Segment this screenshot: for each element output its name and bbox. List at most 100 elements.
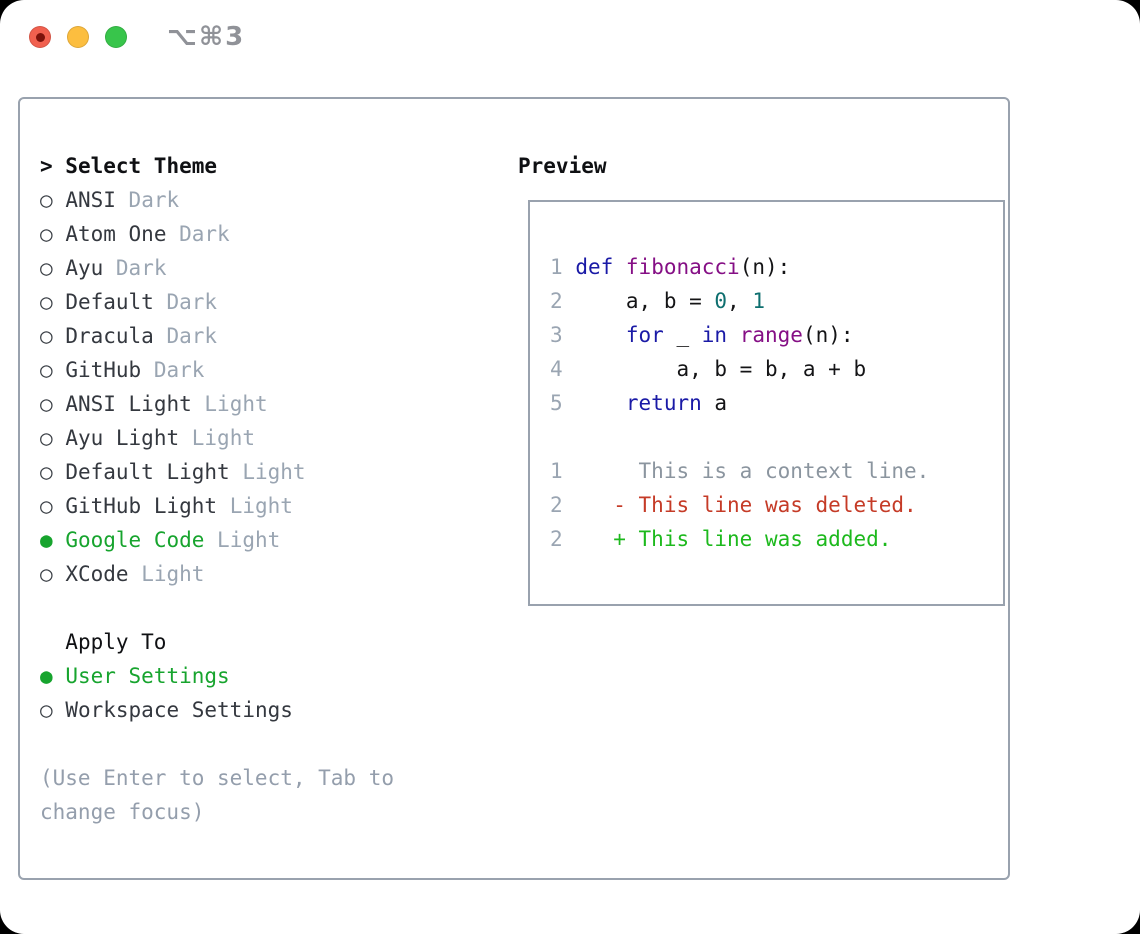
diff-text: This is a context line. — [638, 459, 930, 483]
gap — [563, 357, 576, 381]
radio-icon: ○ — [40, 324, 53, 348]
theme-variant-label: Dark — [153, 358, 205, 382]
gap — [53, 222, 66, 246]
keyboard-hint: (Use Enter to select, Tab to change focu… — [40, 766, 395, 824]
theme-option[interactable]: ○ Dracula Dark — [40, 319, 476, 353]
gap — [53, 392, 66, 416]
gap — [563, 289, 576, 313]
close-dot-icon — [35, 32, 45, 42]
code-token: a, b = — [575, 289, 715, 313]
code-token: range — [739, 323, 803, 347]
code-token: a — [701, 391, 728, 415]
code-token: fibonacci — [625, 255, 740, 279]
theme-option-label: Google Code — [65, 528, 205, 552]
code-token — [575, 323, 626, 347]
theme-option[interactable]: ○ ANSI Light Light — [40, 387, 476, 421]
zoom-button[interactable] — [105, 26, 127, 48]
gap — [116, 188, 129, 212]
theme-option[interactable]: ○ XCode Light — [40, 557, 476, 591]
theme-variant-label: Dark — [115, 256, 167, 280]
gap — [154, 324, 167, 348]
theme-option[interactable]: ○ GitHub Light Light — [40, 489, 476, 523]
gutter — [563, 527, 614, 551]
theme-option[interactable]: ● Google Code Light — [40, 523, 476, 557]
theme-option-label: ANSI Light — [65, 392, 192, 416]
theme-option-label: Ayu Light — [65, 426, 180, 450]
line-number: 1 — [550, 459, 563, 483]
code-token: 0 — [714, 289, 728, 313]
window-title: ⌥⌘3 — [167, 22, 246, 52]
gap — [53, 698, 66, 722]
gap — [204, 528, 217, 552]
apply-option-label: Workspace Settings — [65, 698, 293, 722]
code-token: a, b = b, a + b — [575, 357, 867, 381]
code-token: for — [625, 323, 664, 347]
gap — [141, 358, 154, 382]
gap — [53, 494, 66, 518]
theme-option-label: XCode — [65, 562, 129, 586]
radio-selected-icon: ● — [40, 664, 53, 688]
gap — [53, 256, 66, 280]
theme-option[interactable]: ○ Atom One Dark — [40, 217, 476, 251]
apply-option[interactable]: ○ Workspace Settings — [40, 693, 476, 727]
code-token: (n): — [802, 323, 854, 347]
radio-selected-icon: ● — [40, 528, 53, 552]
line-number: 1 — [550, 255, 563, 279]
radio-icon: ○ — [40, 222, 53, 246]
minimize-button[interactable] — [67, 26, 89, 48]
radio-icon: ○ — [40, 290, 53, 314]
plus-icon: + — [613, 527, 639, 551]
theme-option[interactable]: ○ Default Light Light — [40, 455, 476, 489]
theme-option-label: ANSI — [65, 188, 116, 212]
gap — [217, 494, 230, 518]
preview-header: Preview — [518, 154, 607, 178]
preview-column: Preview 1 def fibonacci(n):2 a, b = 0, 1… — [518, 149, 1005, 878]
theme-variant-label: Dark — [179, 222, 230, 246]
apply-option-label: User Settings — [65, 664, 230, 688]
theme-dialog: > Select Theme ○ ANSI Dark○ Atom One Dar… — [18, 97, 1010, 880]
gap — [166, 222, 179, 246]
radio-icon: ○ — [40, 494, 53, 518]
theme-variant-label: Dark — [128, 188, 180, 212]
theme-option-label: Dracula — [65, 324, 154, 348]
line-number: 4 — [550, 357, 563, 381]
diff-line-context: 1 This is a context line. — [550, 454, 983, 488]
theme-option[interactable]: ○ Ayu Dark — [40, 251, 476, 285]
theme-variant-label: Light — [229, 494, 293, 518]
apply-to-list: ● User Settings○ Workspace Settings — [40, 659, 476, 727]
close-button[interactable] — [29, 26, 51, 48]
diff-line-added: 2 + This line was added. — [550, 522, 983, 556]
traffic-lights — [29, 26, 127, 48]
theme-option[interactable]: ○ Default Dark — [40, 285, 476, 319]
code-token — [727, 323, 740, 347]
theme-variant-label: Light — [191, 426, 255, 450]
radio-icon: ○ — [40, 426, 53, 450]
theme-option[interactable]: ○ ANSI Dark — [40, 183, 476, 217]
gap — [154, 290, 167, 314]
theme-option[interactable]: ○ GitHub Dark — [40, 353, 476, 387]
diff-text: This line was added. — [638, 527, 892, 551]
theme-option-label: Ayu — [65, 256, 104, 280]
focus-caret-icon: > — [40, 154, 66, 178]
theme-option[interactable]: ○ Ayu Light Light — [40, 421, 476, 455]
preview-separator — [550, 420, 983, 454]
theme-option-label: Atom One — [65, 222, 167, 246]
theme-variant-label: Dark — [166, 324, 218, 348]
theme-option-label: Default — [65, 290, 154, 314]
theme-variant-label: Dark — [166, 290, 218, 314]
diff-line-deleted: 2 - This line was deleted. — [550, 488, 983, 522]
gap — [53, 324, 66, 348]
theme-variant-label: Light — [141, 562, 205, 586]
select-theme-label: Select Theme — [65, 154, 218, 178]
code-line: 2 a, b = 0, 1 — [550, 284, 983, 318]
apply-option[interactable]: ● User Settings — [40, 659, 476, 693]
radio-icon: ○ — [40, 358, 53, 382]
code-line: 4 a, b = b, a + b — [550, 352, 983, 386]
diff-sign — [613, 459, 638, 483]
theme-option-label: GitHub — [65, 358, 142, 382]
minus-icon: - — [613, 493, 639, 517]
code-token — [613, 255, 626, 279]
radio-icon: ○ — [40, 698, 53, 722]
radio-icon: ○ — [40, 562, 53, 586]
